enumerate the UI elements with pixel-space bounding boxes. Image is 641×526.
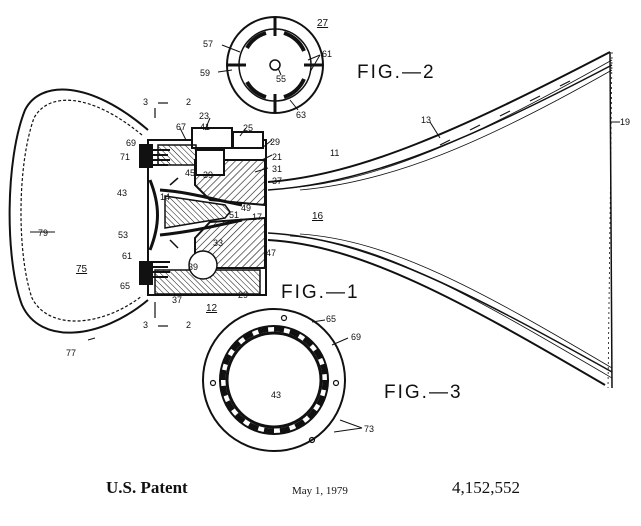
ref-23: 23 — [199, 111, 209, 121]
ref-13: 13 — [421, 115, 431, 125]
ref-section-2b: 2 — [186, 320, 191, 330]
ref-33: 33 — [213, 238, 223, 248]
ref-69b: 69 — [351, 332, 361, 342]
ref-11: 11 — [330, 148, 339, 158]
ref-17: 17 — [252, 212, 262, 222]
fig3-label: FIG.—3 — [384, 382, 463, 403]
ref-19: 19 — [620, 117, 630, 127]
ref-39: 39 — [188, 262, 198, 272]
ref-75: 75 — [76, 264, 88, 275]
ref-16: 16 — [312, 211, 324, 222]
ref-65: 65 — [120, 281, 130, 291]
ref-37a: 37 — [272, 176, 282, 186]
ref-61: 61 — [322, 49, 332, 59]
ref-60: 61 — [122, 251, 132, 261]
fig2-ref-number: 27 — [317, 18, 329, 29]
ref-37b: 37 — [172, 295, 182, 305]
ref-65b: 65 — [326, 314, 336, 324]
ref-57: 57 — [203, 39, 213, 49]
patent-date: May 1, 1979 — [292, 485, 348, 497]
ref-45: 45 — [185, 168, 195, 178]
ref-55: 55 — [276, 74, 286, 84]
patent-number: 4,152,552 — [452, 478, 520, 498]
fig1-label: FIG.—1 — [281, 282, 360, 303]
ref-69: 69 — [126, 138, 136, 148]
ref-section-2a: 2 — [186, 97, 191, 107]
ref-29a: 29 — [270, 137, 280, 147]
ref-63: 63 — [296, 110, 306, 120]
ref-39-upper: 39 — [203, 170, 213, 180]
ref-section-3a: 3 — [143, 97, 148, 107]
ref-41: 41 — [200, 122, 210, 132]
ref-25: 25 — [243, 123, 253, 133]
ref-29b: 29 — [238, 290, 248, 300]
fig2-diaphragm-end-view — [227, 17, 323, 113]
ref-77: 77 — [66, 348, 76, 358]
ref-71: 71 — [120, 152, 130, 162]
ref-43b: 43 — [271, 390, 281, 400]
ref-43: 43 — [117, 188, 127, 198]
fig1-rear-enclosure — [10, 90, 148, 333]
ref-73: 73 — [364, 424, 374, 434]
ref-59: 59 — [200, 68, 210, 78]
fig3-rear-end-view — [203, 309, 362, 451]
ref-79: 79 — [38, 228, 48, 238]
ref-51: 51 — [229, 210, 239, 220]
fig1-leaders — [30, 118, 620, 340]
fig2-label: FIG.—2 — [357, 62, 436, 83]
publication-label: U.S. Patent — [106, 478, 188, 498]
ref-31: 31 — [272, 164, 282, 174]
ref-53: 53 — [118, 230, 128, 240]
ref-47: 47 — [266, 248, 276, 258]
ref-section-3b: 3 — [143, 320, 148, 330]
ref-21: 21 — [272, 152, 282, 162]
ref-12: 12 — [206, 303, 218, 314]
ref-49: 49 — [241, 203, 251, 213]
ref-67: 67 — [176, 122, 186, 132]
ref-14: 14 — [160, 192, 170, 202]
